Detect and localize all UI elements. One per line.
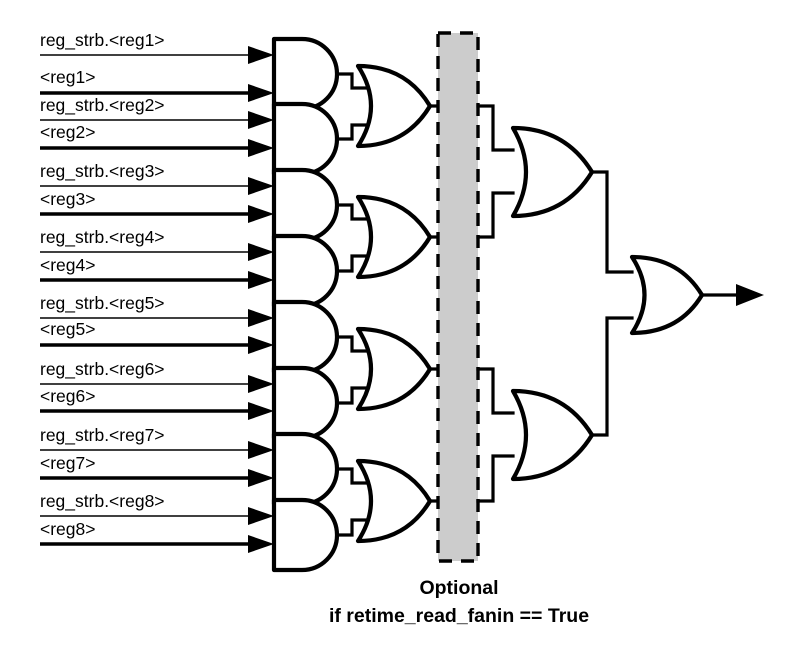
input-strobe-arrow-2 [248, 111, 274, 129]
input-signal-group-7: reg_strb.<reg7> <reg7> [40, 425, 274, 487]
input-signal-group-1: reg_strb.<reg1> <reg1> [40, 30, 274, 102]
input-data-label-4: <reg4> [40, 255, 95, 275]
input-signal-group-8: reg_strb.<reg8> <reg8> [40, 491, 274, 553]
optional-caption-line1: Optional [419, 577, 498, 599]
and-gate-8 [271, 497, 340, 573]
input-strobe-label-1: reg_strb.<reg1> [40, 30, 165, 51]
wire-box-to-or6-input-a [476, 367, 515, 415]
and-gate-6 [271, 365, 340, 441]
input-data-arrow-3 [248, 205, 274, 223]
input-signal-group-2: reg_strb.<reg2> <reg2> [40, 95, 274, 157]
wire-box-to-or6-input-b [476, 454, 515, 503]
input-strobe-arrow-1 [248, 46, 274, 64]
and-gate-3 [271, 167, 340, 243]
input-strobe-arrow-7 [248, 441, 274, 459]
input-strobe-label-8: reg_strb.<reg8> [40, 491, 165, 512]
input-signal-group-4: reg_strb.<reg4> <reg4> [40, 227, 274, 289]
input-data-label-5: <reg5> [40, 319, 95, 339]
input-strobe-arrow-4 [248, 243, 274, 261]
and-gate-7 [271, 431, 340, 507]
input-strobe-label-7: reg_strb.<reg7> [40, 425, 165, 446]
input-data-arrow-6 [248, 402, 274, 420]
input-data-label-3: <reg3> [40, 189, 95, 209]
input-signal-group-5: reg_strb.<reg5> <reg5> [40, 293, 274, 354]
input-strobe-label-5: reg_strb.<reg5> [40, 293, 165, 314]
input-strobe-arrow-8 [248, 507, 274, 525]
input-data-arrow-8 [248, 535, 274, 553]
output-arrow-icon [736, 284, 764, 306]
input-data-label-6: <reg6> [40, 386, 95, 406]
wire-and5-to-or3 [335, 335, 374, 353]
input-strobe-label-4: reg_strb.<reg4> [40, 227, 165, 248]
wire-and4-to-or2 [335, 254, 374, 273]
wire-or5-to-final-or [590, 170, 634, 274]
input-data-label-1: <reg1> [40, 67, 95, 87]
input-strobe-arrow-6 [248, 375, 274, 393]
or-gate-stage2-bottom [510, 388, 595, 482]
wire-and2-to-or1 [335, 123, 374, 141]
or-gate-stage2-top [510, 125, 595, 219]
input-data-label-8: <reg8> [40, 519, 95, 539]
or-gate-stage3-final [629, 254, 705, 336]
wire-and6-to-or3 [335, 386, 374, 405]
input-signal-group-6: reg_strb.<reg6> <reg6> [40, 359, 274, 420]
input-data-arrow-1 [248, 84, 274, 102]
input-data-arrow-5 [248, 336, 274, 354]
input-strobe-label-3: reg_strb.<reg3> [40, 161, 165, 182]
or-gate-stage1-1 [355, 63, 433, 149]
input-data-arrow-2 [248, 139, 274, 157]
and-gate-5 [271, 299, 340, 375]
wire-box-to-or5-input-b [476, 191, 515, 239]
input-strobe-label-2: reg_strb.<reg2> [40, 95, 165, 116]
input-strobe-label-6: reg_strb.<reg6> [40, 359, 165, 380]
and-gate-1 [271, 36, 340, 112]
wire-and1-to-or1 [335, 72, 374, 90]
input-data-label-7: <reg7> [40, 453, 95, 473]
wire-box-to-or5-input-a [476, 104, 515, 152]
input-data-arrow-7 [248, 469, 274, 487]
or-gate-stage1-4 [355, 458, 433, 544]
or-gate-stage1-3 [355, 326, 433, 412]
or-gate-stage1-2 [355, 194, 433, 280]
wire-or6-to-final-or [590, 316, 634, 437]
wire-and7-to-or4 [335, 467, 374, 485]
and-gate-4 [271, 233, 340, 309]
input-strobe-arrow-5 [248, 309, 274, 327]
input-signal-group-3: reg_strb.<reg3> <reg3> [40, 161, 274, 223]
wire-and8-to-or4 [335, 518, 374, 537]
wire-and3-to-or2 [335, 203, 374, 221]
optional-retiming-box [436, 31, 480, 563]
and-gate-2 [271, 101, 340, 177]
input-data-label-2: <reg2> [40, 122, 95, 142]
input-strobe-arrow-3 [248, 177, 274, 195]
input-data-arrow-4 [248, 271, 274, 289]
optional-caption-line2: if retime_read_fanin == True [329, 605, 589, 627]
